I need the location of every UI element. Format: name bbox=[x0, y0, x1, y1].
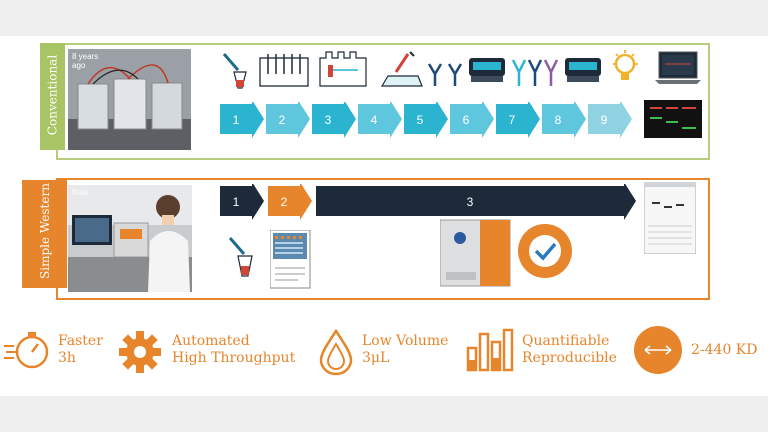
sample-tube-icon bbox=[228, 237, 253, 277]
conventional-photo: 8 years ago bbox=[68, 49, 191, 150]
stopwatch-icon bbox=[4, 332, 49, 369]
assay-plate-icon bbox=[270, 230, 311, 289]
simple-western-photo-caption: Now bbox=[72, 188, 89, 197]
bottom-band bbox=[0, 396, 768, 432]
feature-size-range: 2-440 KD bbox=[691, 342, 758, 358]
conventional-step-8-label: 8 bbox=[555, 113, 562, 127]
simple-western-step-1-label: 1 bbox=[233, 195, 240, 209]
conventional-step-9-label: 9 bbox=[601, 113, 608, 127]
conventional-label: Conventional bbox=[45, 54, 60, 136]
feature-low-volume-title: Low Volume bbox=[362, 333, 449, 349]
imager-icon-2 bbox=[565, 58, 601, 82]
conventional-steps: 1 2 3 4 5 6 7 8 9 bbox=[220, 102, 632, 138]
feature-quantifiable-value: Reproducible bbox=[522, 350, 617, 366]
conventional-step-5-arrow bbox=[404, 102, 448, 138]
simple-western-steps: 1 2 3 bbox=[220, 184, 636, 220]
conventional-step-1-label: 1 bbox=[233, 113, 240, 127]
simple-western-photo: Now bbox=[68, 185, 192, 292]
conventional-tab: Conventional bbox=[40, 43, 65, 150]
instrument-icon bbox=[440, 219, 511, 287]
gel-comb-icon bbox=[259, 54, 309, 87]
antibody-triple-icon bbox=[511, 59, 559, 86]
antibody-pair-icon bbox=[427, 63, 463, 86]
conventional-step-9-arrow bbox=[588, 102, 632, 138]
conventional-blot-result bbox=[644, 100, 702, 138]
compliance-badge-icon bbox=[518, 224, 572, 278]
feature-low-volume-value: 3μL bbox=[362, 350, 390, 366]
feature-faster-value: 3h bbox=[58, 350, 76, 366]
conventional-icons-row bbox=[222, 50, 701, 89]
droplet-icon bbox=[319, 328, 353, 376]
software-screenshot-icon bbox=[644, 182, 696, 254]
scientist-illustration bbox=[68, 185, 192, 292]
gel-loading-icon bbox=[319, 51, 367, 87]
imager-icon bbox=[469, 58, 505, 82]
gear-icon bbox=[119, 331, 161, 373]
conventional-step-6-label: 6 bbox=[463, 113, 470, 127]
feature-low-volume: Low Volume 3μL bbox=[362, 333, 448, 367]
light-bulb-icon bbox=[613, 50, 638, 80]
conventional-step-7-arrow bbox=[496, 102, 540, 138]
pipette-tube-icon bbox=[222, 53, 247, 89]
conventional-step-1-arrow bbox=[220, 102, 264, 138]
conventional-step-8-arrow bbox=[542, 102, 586, 138]
conventional-photo-caption: 8 years ago bbox=[72, 52, 99, 70]
transfer-membrane-icon bbox=[380, 51, 423, 87]
conventional-step-7-label: 7 bbox=[509, 113, 516, 127]
conventional-step-2-label: 2 bbox=[279, 113, 286, 127]
feature-automated-value: High Throughput bbox=[172, 350, 296, 366]
conventional-step-6-arrow bbox=[450, 102, 494, 138]
size-range-icon bbox=[634, 326, 682, 374]
feature-faster: Faster 3h bbox=[58, 333, 103, 367]
simple-western-tab: Simple Western bbox=[22, 180, 67, 288]
feature-automated-title: Automated bbox=[172, 333, 250, 349]
feature-quantifiable: Quantifiable Reproducible bbox=[522, 333, 617, 367]
conventional-step-3-label: 3 bbox=[325, 113, 332, 127]
simple-western-step-1-arrow bbox=[220, 184, 264, 220]
simple-western-step-3-arrow bbox=[316, 184, 636, 220]
simple-western-step-3-label: 3 bbox=[467, 195, 474, 209]
conventional-step-5-label: 5 bbox=[417, 113, 424, 127]
simple-western-step-2-arrow bbox=[268, 184, 312, 220]
top-band bbox=[0, 0, 768, 36]
conventional-step-2-arrow bbox=[266, 102, 310, 138]
feature-faster-title: Faster bbox=[58, 333, 103, 349]
lab-equipment-illustration bbox=[68, 49, 191, 150]
simple-western-step-2-label: 2 bbox=[281, 195, 288, 209]
laptop-icon bbox=[655, 51, 701, 84]
feature-automated: Automated High Throughput bbox=[172, 333, 295, 367]
conventional-step-3-arrow bbox=[312, 102, 356, 138]
bar-chart-icon bbox=[466, 328, 514, 372]
conventional-step-4-label: 4 bbox=[371, 113, 378, 127]
conventional-step-4-arrow bbox=[358, 102, 402, 138]
feature-quantifiable-title: Quantifiable bbox=[522, 333, 610, 349]
simple-western-label: Simple Western bbox=[38, 183, 52, 279]
